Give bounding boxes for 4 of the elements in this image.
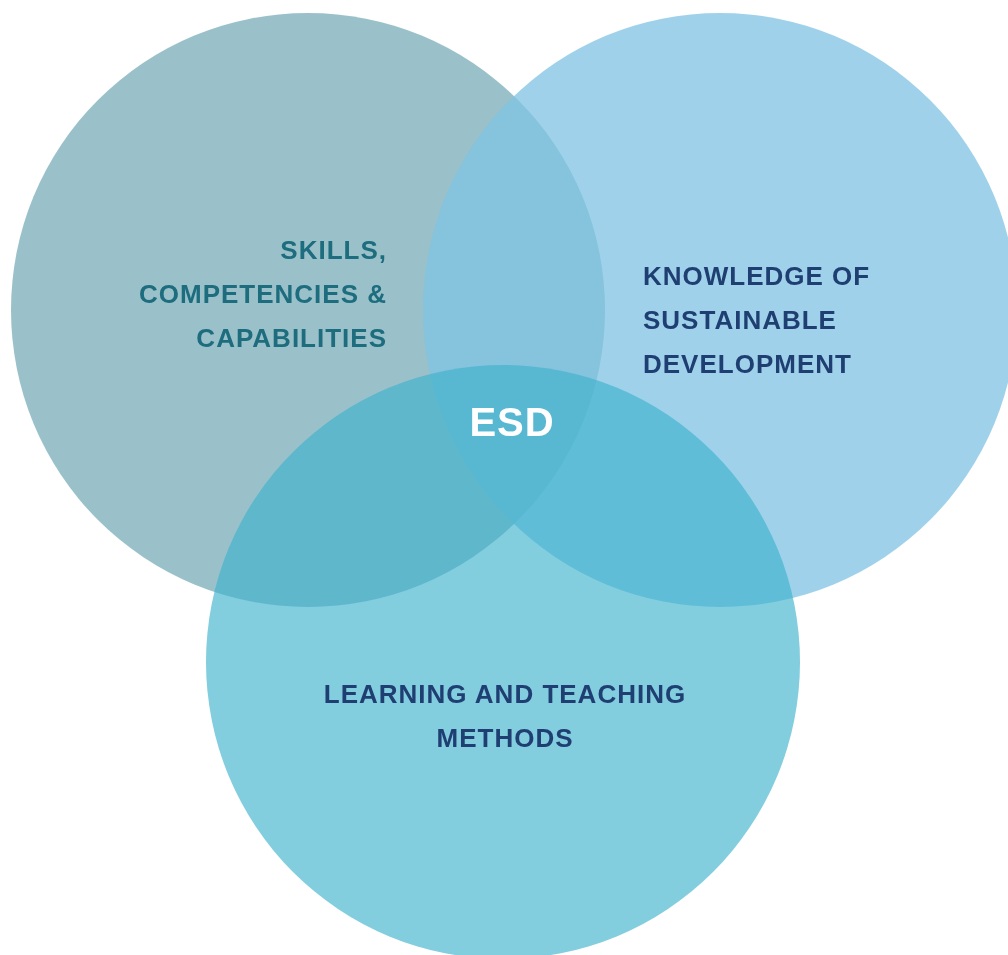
center-label: ESD bbox=[468, 399, 556, 446]
circle-label: LEARNING AND TEACHING METHODS bbox=[322, 678, 688, 755]
circle-label: SKILLS, COMPETENCIES & CAPABILITIES bbox=[137, 234, 387, 355]
circle-label: KNOWLEDGE OF SUSTAINABLE DEVELOPMENT bbox=[643, 260, 872, 381]
